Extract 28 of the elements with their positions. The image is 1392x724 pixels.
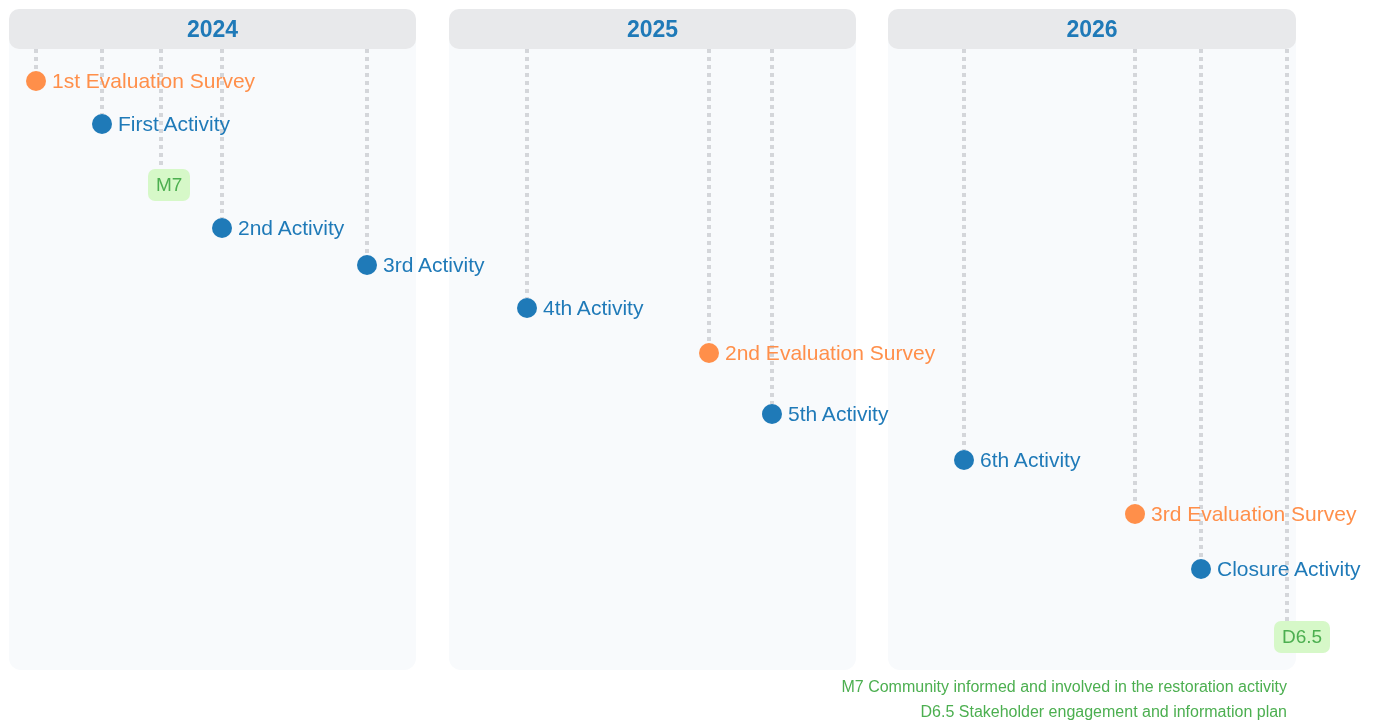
drop-line: [707, 49, 711, 343]
event-label: 5th Activity: [788, 402, 889, 426]
event-label: 2nd Evaluation Survey: [725, 341, 936, 365]
drop-line: [1133, 49, 1137, 504]
drop-line: [770, 49, 774, 404]
drop-line: [525, 49, 529, 298]
milestone-tag: M7: [148, 169, 191, 201]
drop-line: [100, 49, 104, 114]
drop-line: [962, 49, 966, 450]
event-label: First Activity: [118, 112, 230, 136]
drop-line: [34, 49, 38, 71]
drop-line: [1199, 49, 1203, 559]
event-label: 1st Evaluation Survey: [52, 69, 256, 93]
event-label: 3rd Evaluation Survey: [1151, 502, 1357, 526]
event-label: 4th Activity: [543, 296, 644, 320]
event-label: Closure Activity: [1217, 557, 1361, 581]
drop-line: [220, 49, 224, 218]
milestone-tag: D6.5: [1274, 621, 1331, 653]
footnote: M7 Community informed and involved in the restoration activity: [841, 678, 1287, 696]
event-label: 3rd Activity: [383, 253, 485, 277]
event-label: 2nd Activity: [238, 216, 345, 240]
year-heading: 2026: [888, 9, 1296, 49]
drop-line: [365, 49, 369, 255]
event-label: 6th Activity: [980, 448, 1081, 472]
footnote: D6.5 Stakeholder engagement and information plan: [920, 703, 1287, 721]
year-heading: 2024: [9, 9, 416, 49]
year-heading: 2025: [449, 9, 856, 49]
drop-line: [1285, 49, 1289, 621]
